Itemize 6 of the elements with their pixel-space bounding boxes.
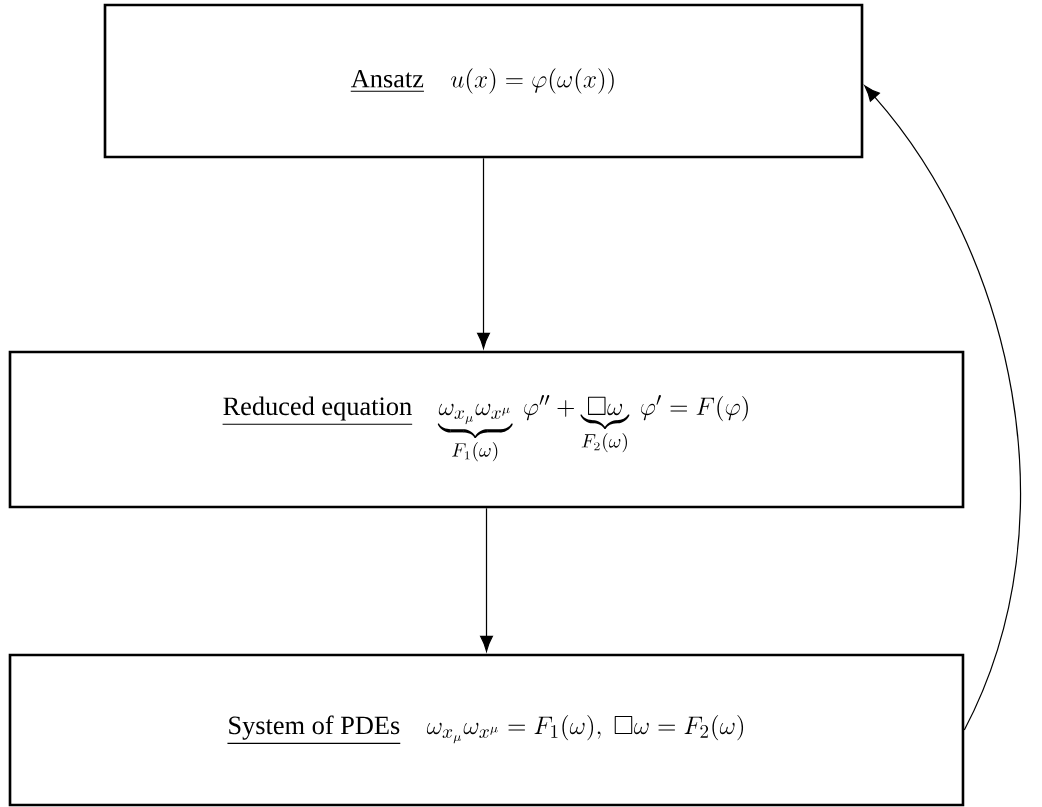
- arrow: [480, 507, 494, 652]
- arrow: [864, 85, 1021, 731]
- process-box: System of PDEs $\omega_{x_\mu}\omega_{x^\mu} = F_1(\omega),\ \Box\omega = F_2(\omega)$: [8, 653, 965, 807]
- process-box: Ansatz $u(x) = \varphi(\omega(x))$: [103, 3, 864, 159]
- process-box: Reduced equation $\underbrace{\omega_{x_\mu}\omega_{x^\mu}}_{F_1(\omega)}\ \varphi'' + \underbrace{\Box\omega}_{F_2(\omega)}\ \varphi' = F(\varphi)$: [8, 350, 965, 509]
- arrow: [476, 157, 491, 349]
